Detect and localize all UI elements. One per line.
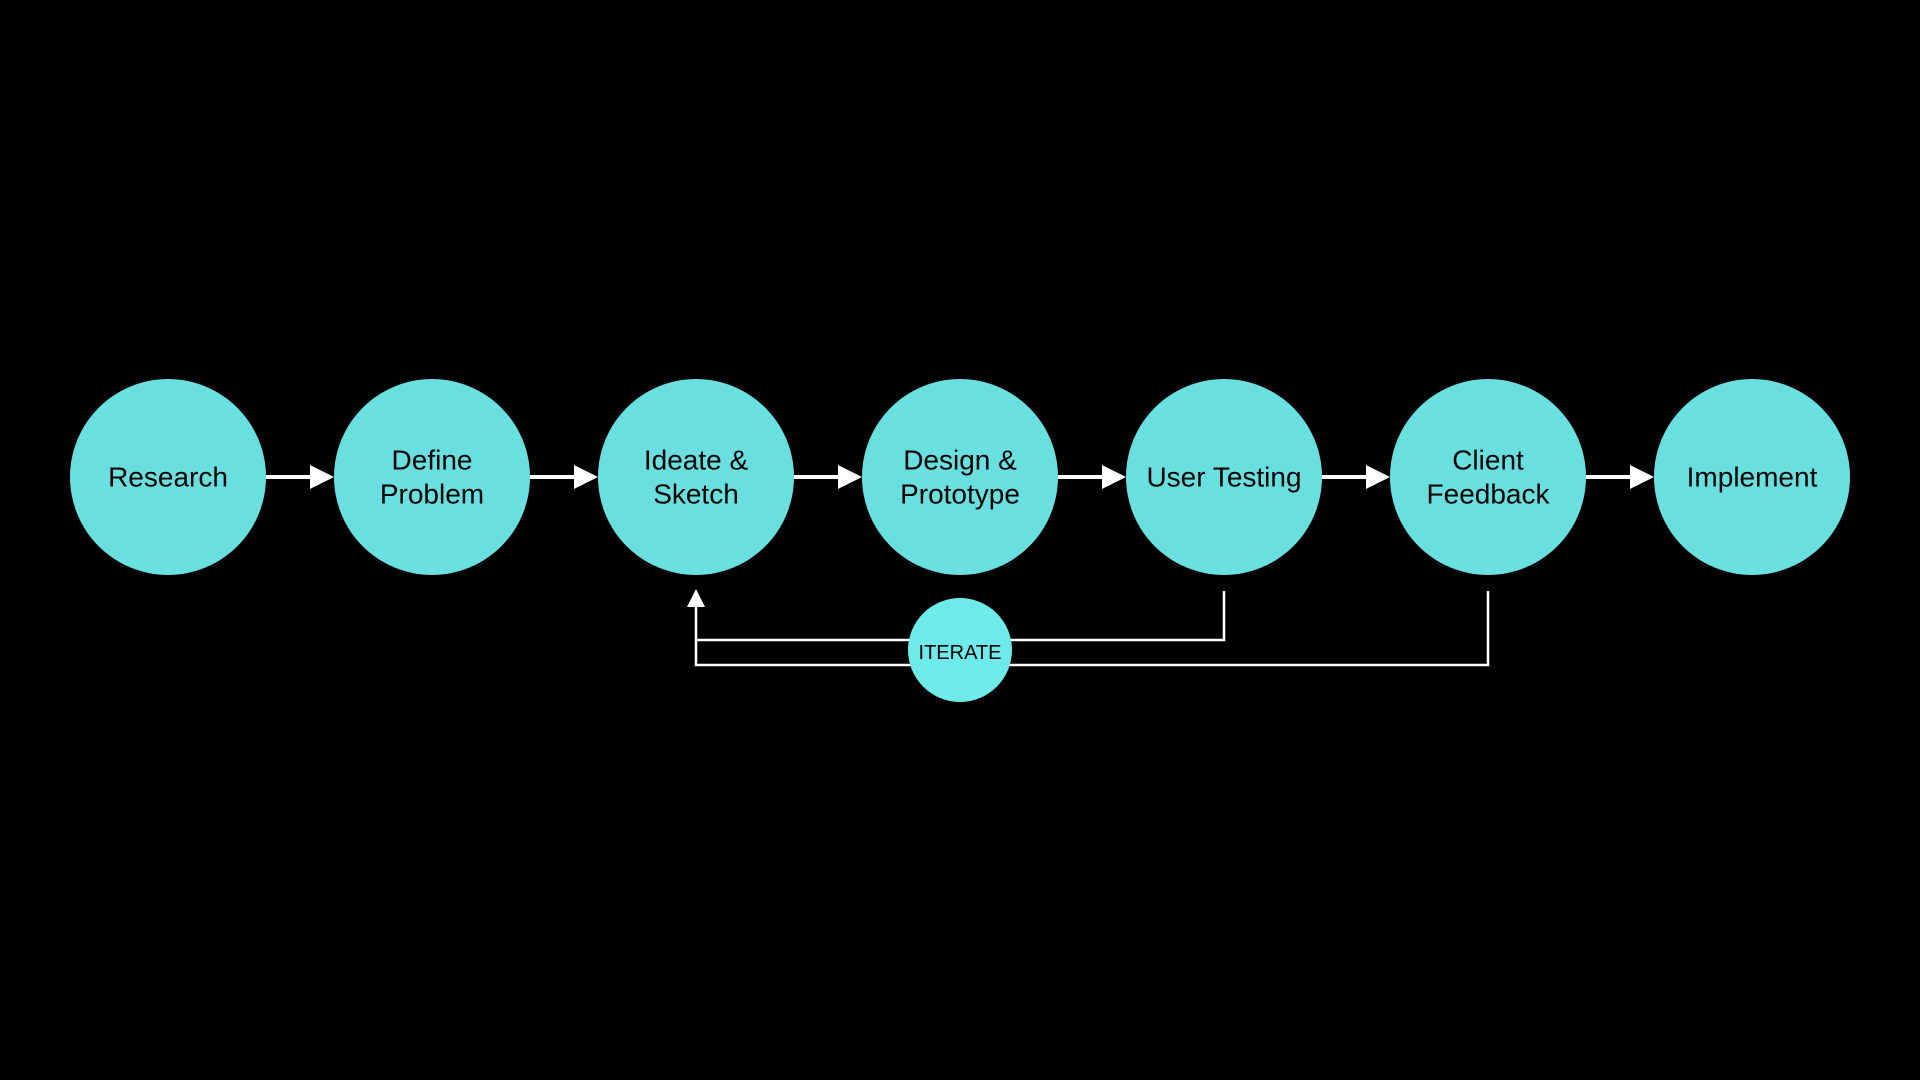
connectors — [266, 465, 1654, 489]
step-circle — [1654, 379, 1850, 575]
step-label: User Testing — [1146, 462, 1301, 493]
loop-arrow-head — [687, 589, 705, 607]
step-label: Prototype — [900, 479, 1020, 510]
arrow-head-5 — [1366, 465, 1390, 489]
arrow-head-3 — [838, 465, 862, 489]
step-node-7: Implement — [1654, 379, 1850, 575]
arrow-head-6 — [1630, 465, 1654, 489]
arrow-head-2 — [574, 465, 598, 489]
step-label: Ideate & — [644, 445, 749, 476]
step-circle — [70, 379, 266, 575]
step-circle — [1126, 379, 1322, 575]
step-circle — [334, 379, 530, 575]
step-node-3: Ideate &Sketch — [598, 379, 794, 575]
loop-line-user-testing — [696, 591, 1226, 642]
step-label: Client — [1452, 445, 1524, 476]
loop-line-client-feedback — [694, 591, 1490, 667]
step-label: Design & — [903, 445, 1017, 476]
step-circle — [862, 379, 1058, 575]
arrow-head-1 — [310, 465, 334, 489]
iterate-label: ITERATE — [919, 642, 1002, 664]
step-label: Research — [108, 462, 228, 493]
arrow-head-4 — [1102, 465, 1126, 489]
step-node-1: Research — [70, 379, 266, 575]
step-label: Implement — [1687, 462, 1818, 493]
step-label: Problem — [380, 479, 484, 510]
iterate-loop — [687, 589, 1490, 667]
iterate-node: ITERATE — [908, 598, 1012, 702]
step-node-5: User Testing — [1126, 379, 1322, 575]
iterate-circle — [908, 598, 1012, 702]
step-node-4: Design &Prototype — [862, 379, 1058, 575]
step-circle — [1390, 379, 1586, 575]
step-label: Sketch — [653, 479, 739, 510]
step-label: Feedback — [1427, 479, 1551, 510]
step-circle — [598, 379, 794, 575]
step-label: Define — [392, 445, 473, 476]
